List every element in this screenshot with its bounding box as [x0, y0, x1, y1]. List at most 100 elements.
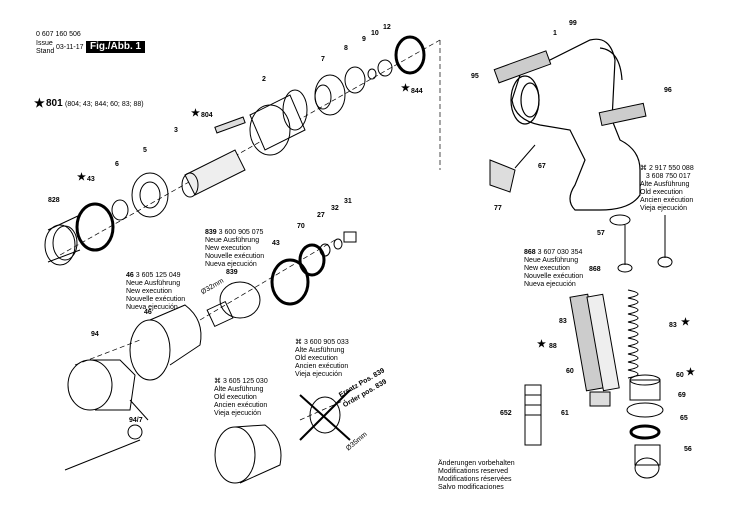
label-94: 94: [91, 331, 99, 338]
issue-date: 03-11-17: [56, 44, 84, 51]
ref-868-line: New execution: [524, 265, 570, 272]
spring: [627, 289, 639, 379]
ref-868-code: 3 607 030 354: [537, 249, 583, 256]
label-83b-star: ★: [681, 317, 690, 328]
ref-839-line: New execution: [205, 245, 251, 252]
label-67: 67: [538, 163, 546, 170]
footer-line: Modifications reserved: [438, 468, 509, 475]
ref-tr-code2: 3 608 750 017: [645, 173, 691, 180]
ref-839-line: Neue Ausführung: [205, 237, 260, 244]
footer-line: Modifications réservées: [438, 476, 512, 483]
label-61: 61: [561, 410, 569, 417]
label-10: 10: [371, 30, 379, 37]
ref-839-num: 839: [205, 229, 217, 236]
label-844-star: ★: [401, 83, 410, 94]
footer-line: Änderungen vorbehalten: [438, 460, 515, 467]
label-8: 8: [344, 45, 348, 52]
set-801-star: ★: [34, 96, 45, 110]
label-868: 868: [589, 266, 601, 273]
label-5: 5: [143, 147, 147, 154]
ref-tr-line: Old execution: [640, 189, 683, 196]
ref-tr-line: Ancien exécution: [640, 197, 694, 204]
label-88-star: ★: [537, 339, 546, 350]
ref-868-line: Nouvelle exécution: [524, 273, 584, 280]
label-83b: 83: [669, 322, 677, 329]
ref-46-block: 46 3 605 125 049 Neue Ausführung New exe…: [126, 272, 185, 312]
label-69: 69: [678, 392, 686, 399]
ref-tr-code1: 2 917 550 088: [648, 165, 694, 172]
label-6: 6: [115, 161, 119, 168]
label-70: 70: [297, 223, 305, 230]
ref-top-right-block: ⌘ 2 917 550 088 3 608 750 017 Alte Ausfü…: [640, 165, 694, 213]
label-7: 7: [321, 56, 325, 63]
ref-868-line: Neue Ausführung: [524, 257, 579, 264]
ref-46-line: New execution: [126, 288, 172, 295]
ref-tr-line: Vieja ejecución: [640, 205, 687, 212]
label-9: 9: [362, 36, 366, 43]
label-27: 27: [317, 212, 325, 219]
ref-mid-line: Old execution: [295, 355, 338, 362]
label-804-star: ★: [191, 108, 200, 119]
ref-839-block: 839 3 600 905 075 Neue Ausführung New ex…: [205, 229, 264, 269]
label-3: 3: [174, 127, 178, 134]
label-56: 56: [684, 446, 692, 453]
ref-868-block: 868 3 607 030 354 Neue Ausführung New ex…: [524, 249, 583, 289]
ref-46-line: Nouvelle exécution: [126, 296, 186, 303]
label-844: 844: [411, 88, 423, 95]
ref-mid-line: Ancien exécution: [295, 363, 349, 370]
ref-868-num: 868: [524, 249, 536, 256]
label-57: 57: [597, 230, 605, 237]
label-652: 652: [500, 410, 512, 417]
ref-839-line: Nouvelle exécution: [205, 253, 265, 260]
label-65: 65: [680, 415, 688, 422]
ref-46-line: Neue Ausführung: [126, 280, 181, 287]
label-839: 839: [226, 269, 238, 276]
ref-bl-line: Alte Ausführung: [214, 386, 264, 393]
doc-number: 0 607 160 506: [36, 31, 81, 38]
label-43b: 43: [272, 240, 280, 247]
ref-bl-code: 3 605 125 030: [222, 378, 268, 385]
ref-middle-block: ⌘ 3 600 905 033 Alte Ausführung Old exec…: [295, 339, 349, 379]
ref-tr-sym: ⌘: [640, 165, 647, 172]
ref-mid-sym: ⌘: [295, 339, 302, 346]
label-94-7: 94/7: [129, 417, 143, 424]
label-46b: 46: [144, 309, 152, 316]
ref-46-line: Nueva ejecución: [126, 304, 178, 311]
ref-mid-code: 3 600 905 033: [303, 339, 349, 346]
label-43-star: ★: [77, 172, 86, 183]
ref-bl-line: Ancien exécution: [214, 402, 268, 409]
label-99: 99: [569, 20, 577, 27]
ref-46-num: 46: [126, 272, 134, 279]
label-43: 43: [87, 176, 95, 183]
label-95: 95: [471, 73, 479, 80]
ref-bl-sym: ⌘: [214, 378, 221, 385]
label-60: 60: [566, 368, 574, 375]
footer-note: Änderungen vorbehalten Modifications res…: [438, 460, 515, 492]
label-2: 2: [262, 76, 266, 83]
ref-mid-line: Alte Ausführung: [295, 347, 345, 354]
housing: [510, 38, 641, 211]
stand-label: Stand: [36, 48, 55, 55]
label-96: 96: [664, 87, 672, 94]
footer-line: Salvo modificaciones: [438, 484, 504, 491]
issue-label: Issue: [36, 40, 53, 47]
ref-mid-line: Vieja ejecución: [295, 371, 342, 378]
ref-46-code: 3 605 125 049: [135, 272, 181, 279]
ref-839-code: 3 600 905 075: [218, 229, 264, 236]
label-60b-star: ★: [686, 367, 695, 378]
ref-bl-line: Vieja ejecución: [214, 410, 261, 417]
set-801-number: 801: [46, 98, 63, 109]
label-77: 77: [494, 205, 502, 212]
label-12: 12: [383, 24, 391, 31]
ref-868-line: Nueva ejecución: [524, 281, 576, 288]
label-1: 1: [553, 30, 557, 37]
label-31: 31: [344, 198, 352, 205]
label-83: 83: [559, 318, 567, 325]
ref-839-line: Nueva ejecución: [205, 261, 257, 268]
label-804: 804: [201, 112, 213, 119]
label-828: 828: [48, 197, 60, 204]
label-60b: 60: [676, 372, 684, 379]
label-32: 32: [331, 205, 339, 212]
